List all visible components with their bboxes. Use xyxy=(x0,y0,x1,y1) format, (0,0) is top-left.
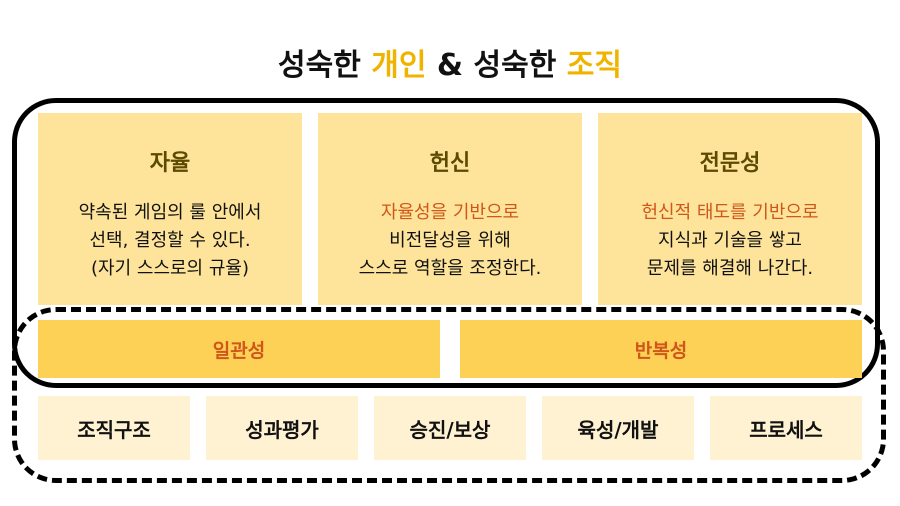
chip-promotion-reward: 승진/보상 xyxy=(374,396,526,460)
card-accent-line: 헌신적 태도를 기반으로 xyxy=(641,202,819,223)
chip-process: 프로세스 xyxy=(710,396,862,460)
card-line: 스스로 역할을 조정한다. xyxy=(358,258,542,279)
title-highlight-organization: 조직 xyxy=(566,48,622,83)
title-part-2: & 성숙한 xyxy=(426,48,567,83)
title-part-1: 성숙한 xyxy=(278,48,372,83)
individual-frame xyxy=(12,98,880,388)
organization-frame xyxy=(12,307,886,483)
card-commitment: 헌신 자율성을 기반으로 비전달성을 위해 스스로 역할을 조정한다. xyxy=(318,113,582,305)
card-line: (자기 스스로의 규율) xyxy=(91,258,249,279)
card-title: 전문성 xyxy=(699,151,761,176)
card-description: 헌신적 태도를 기반으로 지식과 기술을 쌓고 문제를 해결해 나간다. xyxy=(598,199,862,283)
card-title: 헌신 xyxy=(429,151,471,176)
card-description: 자율성을 기반으로 비전달성을 위해 스스로 역할을 조정한다. xyxy=(318,199,582,283)
bar-consistency: 일관성 xyxy=(38,320,440,378)
card-line: 지식과 기술을 쌓고 xyxy=(658,230,802,251)
card-expertise: 전문성 헌신적 태도를 기반으로 지식과 기술을 쌓고 문제를 해결해 나간다. xyxy=(598,113,862,305)
card-title: 자율 xyxy=(149,151,191,176)
page-title: 성숙한 개인 & 성숙한 조직 xyxy=(0,40,900,84)
card-line: 문제를 해결해 나간다. xyxy=(646,258,814,279)
card-autonomy: 자율 약속된 게임의 룰 안에서 선택, 결정할 수 있다. (자기 스스로의 … xyxy=(38,113,302,305)
card-line: 선택, 결정할 수 있다. xyxy=(89,230,251,251)
card-description: 약속된 게임의 룰 안에서 선택, 결정할 수 있다. (자기 스스로의 규율) xyxy=(38,199,302,283)
chip-performance-eval: 성과평가 xyxy=(206,396,358,460)
card-line: 약속된 게임의 룰 안에서 xyxy=(78,202,262,223)
chip-development: 육성/개발 xyxy=(542,396,694,460)
title-highlight-individual: 개인 xyxy=(371,48,427,83)
chip-org-structure: 조직구조 xyxy=(38,396,190,460)
bar-repeatability: 반복성 xyxy=(460,320,862,378)
card-accent-line: 자율성을 기반으로 xyxy=(380,202,520,223)
card-line: 비전달성을 위해 xyxy=(389,230,511,251)
